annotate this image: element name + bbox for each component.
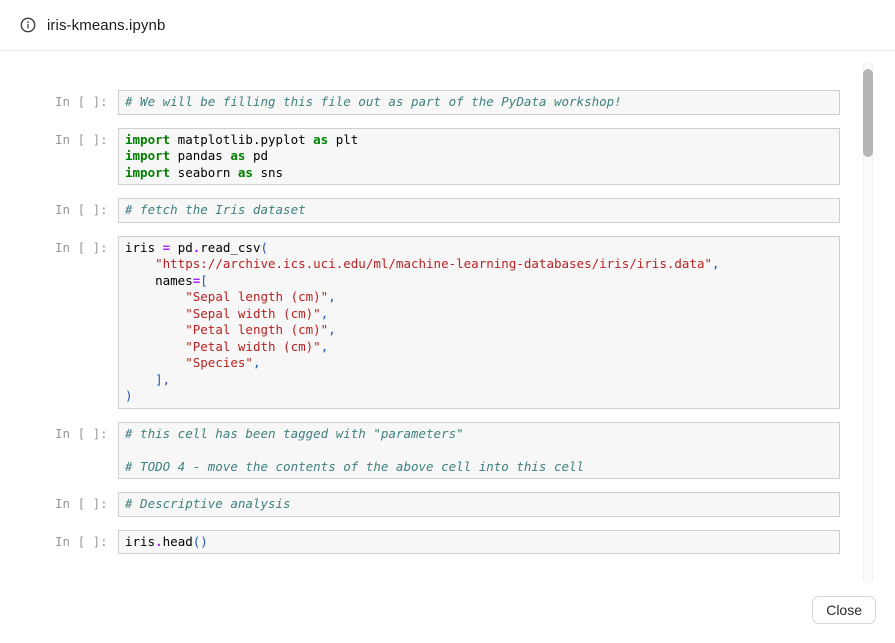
code-cell: # this cell has been tagged with "parame…	[118, 421, 840, 479]
close-button[interactable]: Close	[812, 596, 876, 624]
notebook-cell: In [ ]: iris = pd.read_csv( "https://arch…	[55, 235, 840, 409]
cell-prompt: In [ ]:	[55, 425, 108, 441]
file-title: iris-kmeans.ipynb	[47, 16, 166, 34]
cell-prompt: In [ ]:	[55, 239, 108, 255]
cell-prompt: In [ ]:	[55, 94, 108, 109]
notebook-cell: In [ ]: # fetch the Iris dataset	[55, 198, 840, 223]
notebook-cell: In [ ]: iris.head()	[55, 529, 840, 554]
notebook-area: In [ ]: # We will be filling this file ou…	[0, 52, 895, 583]
info-icon	[20, 17, 36, 33]
dialog-footer: Close	[0, 583, 895, 643]
dialog-header: iris-kmeans.ipynb	[0, 0, 895, 51]
notebook-cell: In [ ]: # We will be filling this file ou…	[55, 90, 840, 115]
code-cell: iris.head()	[118, 529, 840, 554]
cell-prompt: In [ ]:	[55, 131, 108, 147]
scrollbar-thumb[interactable]	[863, 69, 873, 157]
code-cell: # We will be filling this file out as pa…	[118, 90, 840, 115]
cell-prompt: In [ ]:	[55, 533, 108, 549]
scrollbar-track[interactable]	[863, 62, 873, 585]
cell-prompt: In [ ]:	[55, 496, 108, 511]
code-cell: import matplotlib.pyplot as plt import p…	[118, 127, 840, 185]
code-cell: # fetch the Iris dataset	[118, 198, 840, 223]
notebook-cell: In [ ]: import matplotlib.pyplot as plt i…	[55, 127, 840, 185]
code-cell: # Descriptive analysis	[118, 492, 840, 517]
notebook-cell: In [ ]: # this cell has been tagged with …	[55, 421, 840, 479]
cell-prompt: In [ ]:	[55, 202, 108, 217]
notebook-cells: In [ ]: # We will be filling this file ou…	[55, 90, 840, 554]
code-cell: iris = pd.read_csv( "https://archive.ics…	[118, 235, 840, 409]
notebook-cell: In [ ]: # Descriptive analysis	[55, 492, 840, 517]
